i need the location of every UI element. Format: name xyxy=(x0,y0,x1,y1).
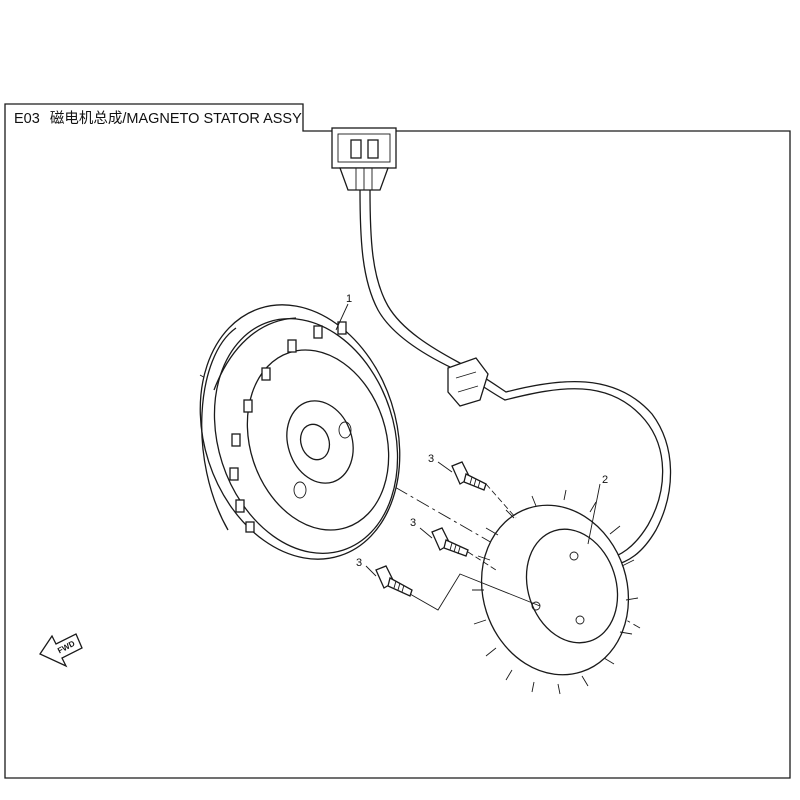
callout-labels: 1 2 3 3 3 xyxy=(346,293,608,569)
callout-3b: 3 xyxy=(410,517,416,529)
callout-3c: 3 xyxy=(356,557,362,569)
bolt-middle xyxy=(431,527,469,557)
stator-coil xyxy=(472,489,639,695)
flywheel-rotor xyxy=(199,304,401,560)
bolt-lower xyxy=(375,565,413,597)
bolt-upper xyxy=(451,461,487,491)
wiring-connector xyxy=(331,127,397,191)
callout-leaders xyxy=(335,303,601,611)
forward-arrow-icon: FWD xyxy=(39,633,83,668)
diagram-frame: E03 磁电机总成/MAGNETO STATOR ASSY xyxy=(4,103,791,779)
callout-3a: 3 xyxy=(428,453,434,465)
wiring-harness xyxy=(359,189,672,567)
svg-text:E03 磁电机总成/MAGNETO STATOR: E03 磁电机总成/MAGNETO STATOR ASSY xyxy=(14,110,302,127)
callout-1: 1 xyxy=(346,293,352,305)
diagram-code: E03 xyxy=(14,111,40,127)
diagram-title: 磁电机总成/MAGNETO STATOR ASSY xyxy=(50,110,302,127)
callout-2: 2 xyxy=(602,474,608,486)
